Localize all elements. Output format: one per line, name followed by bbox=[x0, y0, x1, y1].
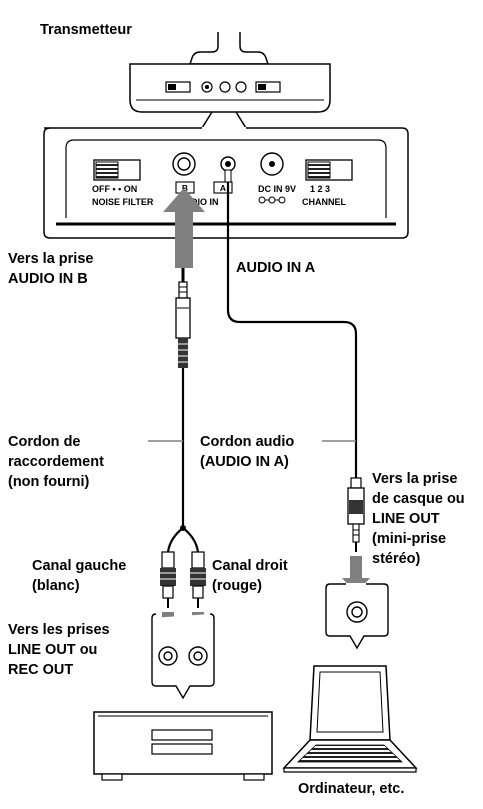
to-audio-in-b-line1: Vers la prise bbox=[8, 251, 93, 267]
audio-component bbox=[93, 711, 273, 781]
audio-cord-line2: (AUDIO IN A) bbox=[200, 454, 289, 470]
left-channel-line2: (blanc) bbox=[32, 578, 80, 594]
audio-cable-a bbox=[224, 169, 358, 478]
jack-b-tag: B bbox=[182, 183, 188, 193]
to-line-out-line2: LINE OUT ou bbox=[8, 642, 97, 658]
jack-a-tag: A bbox=[220, 183, 226, 193]
transmitter-top-view bbox=[129, 32, 331, 113]
zoom-callout bbox=[201, 111, 247, 129]
audio-in-panel-label: AUDIO IN bbox=[178, 197, 219, 207]
to-audio-in-b-line2: AUDIO IN B bbox=[8, 271, 88, 287]
noise-filter-label: NOISE FILTER bbox=[92, 197, 154, 207]
right-channel-line2: (rouge) bbox=[212, 578, 262, 594]
to-headphone-line2: de casque ou bbox=[372, 491, 465, 507]
off-on-label: OFF • • ON bbox=[92, 184, 137, 194]
to-headphone-line3: LINE OUT bbox=[372, 511, 440, 527]
audio-cord-line1: Cordon audio bbox=[200, 434, 294, 450]
audio-in-b-jack bbox=[172, 152, 196, 194]
to-headphone-line1: Vers la prise bbox=[372, 471, 457, 487]
transmitter-label: Transmetteur bbox=[40, 22, 132, 38]
connecting-cord bbox=[166, 268, 200, 553]
left-channel-line1: Canal gauche bbox=[32, 558, 126, 574]
dc-in-jack bbox=[258, 152, 286, 204]
computer-jack-callout bbox=[325, 583, 389, 650]
to-line-out-line1: Vers les prises bbox=[8, 622, 110, 638]
connecting-cord-line1: Cordon de bbox=[8, 434, 81, 450]
to-line-out-line3: REC OUT bbox=[8, 662, 73, 678]
to-headphone-line4: (mini-prise bbox=[372, 531, 446, 547]
audio-in-a-label: AUDIO IN A bbox=[236, 260, 316, 276]
connecting-cord-line2: raccordement bbox=[8, 454, 104, 470]
rear-panel: OFF • • ON NOISE FILTER B A AUDIO IN DC bbox=[43, 127, 409, 239]
rca-jacks-callout bbox=[151, 613, 215, 700]
computer-label: Ordinateur, etc. bbox=[298, 781, 404, 797]
rca-plug-left bbox=[160, 551, 176, 608]
arrow-to-audio-in-b bbox=[163, 188, 205, 268]
rca-plug-right bbox=[190, 551, 206, 608]
to-headphone-line5: stéréo) bbox=[372, 551, 421, 567]
laptop bbox=[282, 665, 418, 773]
right-channel-line1: Canal droit bbox=[212, 558, 288, 574]
mini-plug-computer bbox=[347, 477, 365, 552]
connecting-cord-line3: (non fourni) bbox=[8, 474, 90, 490]
channel-label: CHANNEL bbox=[302, 197, 347, 207]
channel-numbers: 1 2 3 bbox=[310, 184, 330, 194]
dc-in-label: DC IN 9V bbox=[258, 184, 296, 194]
